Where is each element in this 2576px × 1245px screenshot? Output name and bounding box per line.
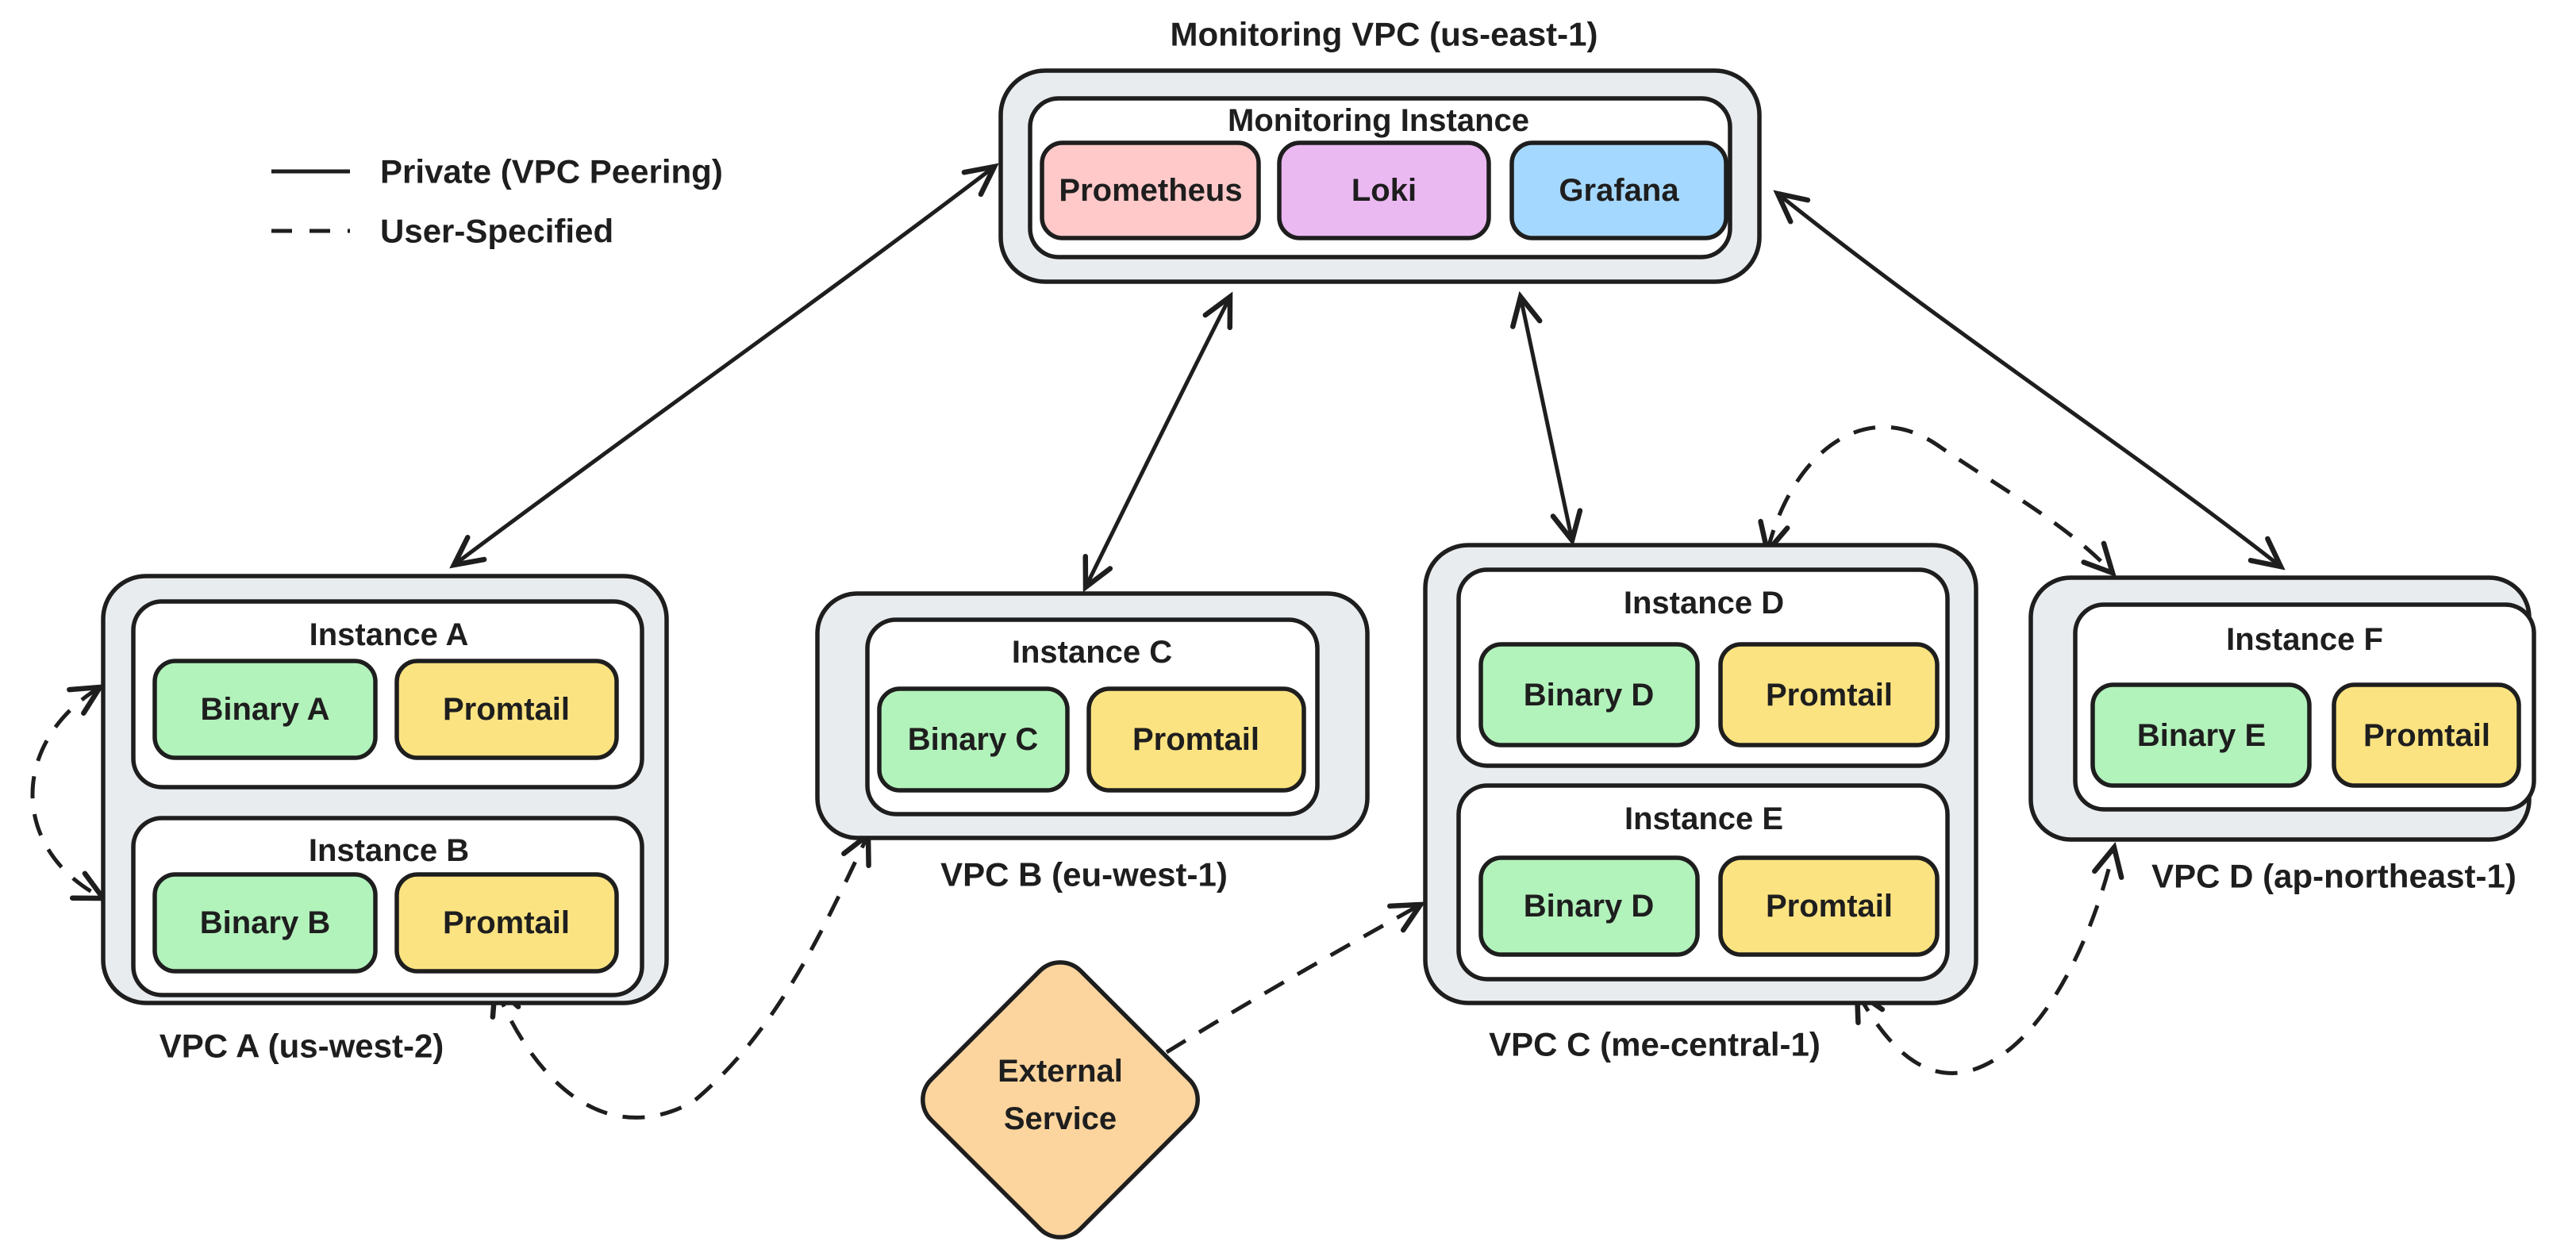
vpc-d: Instance F Binary E Promtail VPC D (ap-n…	[2028, 575, 2536, 895]
edge-instance-a-instance-b	[30, 684, 109, 901]
prometheus-label: Prometheus	[1059, 173, 1242, 208]
vpc-c: Instance D Binary D Promtail Instance E …	[1423, 543, 1978, 1063]
binary-b-label: Binary B	[200, 905, 331, 940]
binary-d2-label: Binary D	[1524, 889, 1655, 924]
external-service: External Service	[921, 960, 1200, 1239]
binary-d2-node	[1478, 855, 1700, 957]
binary-e-node	[2090, 682, 2312, 788]
loki-node	[1277, 140, 1491, 240]
binary-e-label: Binary E	[2137, 718, 2266, 753]
prometheus-node	[1040, 140, 1261, 240]
binary-a-node	[152, 659, 378, 760]
instance-d-label: Instance D	[1624, 586, 1784, 621]
binary-a-label: Binary A	[200, 692, 329, 727]
instance-b-label: Instance B	[309, 833, 469, 868]
promtail-f-node	[2332, 682, 2521, 788]
edge-external-vpc-c	[1165, 901, 1426, 1055]
edge-monitoring-vpc-c	[1510, 290, 1583, 547]
legend-dashed-label: User-Specified	[380, 213, 613, 250]
grafana-node	[1509, 140, 1728, 240]
promtail-e-node	[1718, 855, 1940, 957]
promtail-a-node	[394, 659, 619, 760]
promtail-a-label: Promtail	[443, 692, 570, 727]
vpc-d-label: VPC D (ap-northeast-1)	[2151, 858, 2516, 895]
legend: Private (VPC Peering) User-Specified	[271, 153, 723, 250]
binary-b-node	[152, 872, 378, 974]
promtail-d-node	[1718, 642, 1940, 747]
binary-c-label: Binary C	[908, 722, 1039, 757]
vpc-c-label: VPC C (me-central-1)	[1489, 1026, 1821, 1063]
edge-vpc-c-vpc-d-bottom	[1854, 841, 2124, 1075]
monitoring-instance-label: Monitoring Instance	[1228, 103, 1529, 138]
binary-c-node	[877, 686, 1070, 793]
edge-monitoring-vpc-b	[1082, 291, 1233, 593]
vpc-a: Instance A Binary A Promtail Instance B …	[101, 574, 669, 1065]
promtail-f-label: Promtail	[2363, 718, 2490, 753]
edge-monitoring-vpc-d	[1773, 190, 2286, 571]
instance-e-label: Instance E	[1624, 801, 1783, 836]
loki-label: Loki	[1351, 173, 1417, 208]
promtail-e-label: Promtail	[1766, 889, 1893, 924]
vpc-b-label: VPC B (eu-west-1)	[940, 856, 1228, 893]
edge-vpc-c-vpc-d-top	[1758, 425, 2117, 578]
monitoring-vpc-title: Monitoring VPC (us-east-1)	[1170, 16, 1598, 53]
external-service-diamond	[921, 960, 1200, 1239]
external-service-label-line1: External	[998, 1054, 1123, 1089]
promtail-d-label: Promtail	[1766, 678, 1893, 713]
promtail-b-node	[394, 872, 619, 974]
vpc-b: Instance C Binary C Promtail VPC B (eu-w…	[815, 591, 1370, 893]
binary-d-node	[1478, 642, 1700, 747]
monitoring-vpc: Monitoring VPC (us-east-1) Monitoring In…	[998, 16, 1762, 284]
edge-monitoring-vpc-a	[449, 163, 999, 569]
instance-c-label: Instance C	[1012, 635, 1172, 670]
binary-d-label: Binary D	[1524, 678, 1655, 713]
edge-vpc-a-vpc-b	[490, 829, 871, 1120]
legend-solid-label: Private (VPC Peering)	[380, 153, 723, 190]
external-service-label-line2: Service	[1004, 1101, 1117, 1136]
instance-a-label: Instance A	[310, 617, 469, 652]
promtail-b-label: Promtail	[443, 905, 570, 940]
connectors	[30, 163, 2286, 1120]
instance-f-label: Instance F	[2226, 622, 2383, 657]
grafana-label: Grafana	[1559, 173, 1679, 208]
promtail-c-label: Promtail	[1132, 722, 1259, 757]
promtail-c-node	[1086, 686, 1306, 793]
vpc-a-label: VPC A (us-west-2)	[160, 1028, 444, 1065]
